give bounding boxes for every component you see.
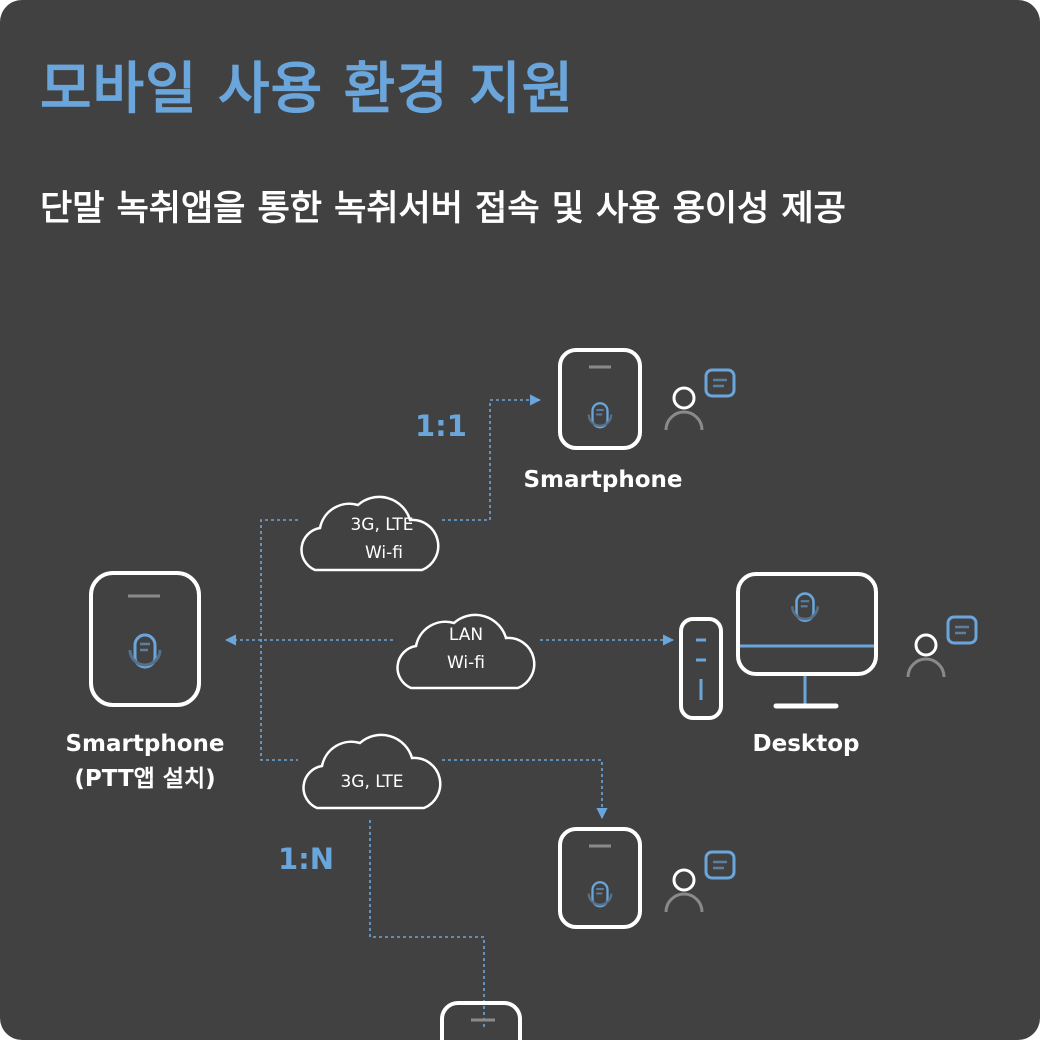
smartphone-label: Smartphone xyxy=(523,467,682,493)
cloud-text: 3G, LTE xyxy=(340,772,403,792)
desktop-label: Desktop xyxy=(753,731,860,757)
source-sublabel: (PTT앱 설치) xyxy=(74,766,215,792)
desktop-icon xyxy=(679,572,878,720)
source-label: Smartphone xyxy=(65,731,224,757)
cloud-text: Wi-fi xyxy=(365,543,403,563)
target-smartphone-icon xyxy=(558,348,642,450)
source-smartphone-icon xyxy=(89,571,201,707)
cloud-text: Wi-fi xyxy=(447,653,485,673)
link-1toN-b xyxy=(369,820,485,1030)
page-title: 모바일 사용 환경 지원 xyxy=(40,57,575,122)
cloud-text: 3G, LTE xyxy=(350,515,413,535)
ratio-1to1: 1:1 xyxy=(415,409,467,443)
cloud-text: LAN xyxy=(449,625,483,645)
receiver-smartphone-icon xyxy=(558,827,642,929)
page-subtitle: 단말 녹취앱을 통한 녹취서버 접속 및 사용 용이성 제공 xyxy=(40,189,846,229)
user-icon xyxy=(906,615,978,679)
ratio-1toN: 1:N xyxy=(278,842,334,876)
link-1to1 xyxy=(442,394,542,521)
link-1toN-a xyxy=(442,759,608,820)
receiver-smartphone-icon xyxy=(440,1001,522,1040)
user-icon xyxy=(664,368,736,432)
user-icon xyxy=(664,850,736,914)
